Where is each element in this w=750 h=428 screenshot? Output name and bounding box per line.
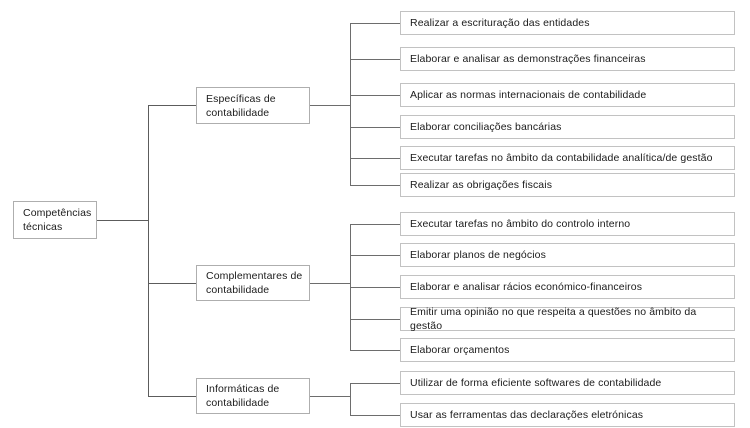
connector-branch-1-spine — [350, 23, 351, 185]
connector-trunk-to-branch-1 — [148, 105, 196, 106]
connector-leaf-2-4 — [350, 319, 400, 320]
connector-leaf-2-5 — [350, 350, 400, 351]
connector-branch-2-stub — [310, 283, 350, 284]
branch-node-label: Complementares de contabilidade — [206, 270, 303, 296]
branch-node-label: Específicas de contabilidade — [206, 92, 276, 119]
leaf-node-label: Realizar a escrituração das entidades — [410, 17, 590, 29]
connector-root-stub — [97, 220, 149, 221]
connector-leaf-1-3 — [350, 95, 400, 96]
connector-branch-3-spine — [350, 383, 351, 415]
connector-leaf-2-1 — [350, 224, 400, 225]
root-node-competencias-tecnicas[interactable]: Competências técnicas — [13, 201, 97, 239]
leaf-node[interactable]: Utilizar de forma eficiente softwares de… — [400, 371, 735, 395]
branch-node-label: Informáticas de contabilidade — [206, 383, 280, 409]
leaf-node-label: Realizar as obrigações fiscais — [410, 179, 553, 191]
leaf-node-label: Aplicar as normas internacionais de cont… — [410, 89, 647, 101]
leaf-node-label: Elaborar e analisar as demonstrações fin… — [410, 53, 646, 65]
connector-leaf-2-3 — [350, 287, 400, 288]
leaf-node[interactable]: Realizar a escrituração das entidades — [400, 11, 735, 35]
branch-node-especificas-de-contabilidade[interactable]: Específicas de contabilidade — [196, 87, 310, 124]
leaf-node-label: Utilizar de forma eficiente softwares de… — [410, 377, 662, 389]
leaf-node[interactable]: Elaborar conciliações bancárias — [400, 115, 735, 139]
connector-trunk-to-branch-3 — [148, 396, 196, 397]
connector-leaf-1-1 — [350, 23, 400, 24]
leaf-node-label: Emitir uma opinião no que respeita a que… — [410, 306, 697, 332]
connector-trunk-to-branch-2 — [148, 283, 196, 284]
connector-leaf-3-1 — [350, 383, 400, 384]
leaf-node-label: Usar as ferramentas das declarações elet… — [410, 409, 644, 421]
leaf-node[interactable]: Usar as ferramentas das declarações elet… — [400, 403, 735, 427]
leaf-node-label: Elaborar planos de negócios — [410, 249, 546, 261]
leaf-node[interactable]: Aplicar as normas internacionais de cont… — [400, 83, 735, 107]
leaf-node-label: Elaborar e analisar rácios económico-fin… — [410, 281, 643, 293]
leaf-node[interactable]: Emitir uma opinião no que respeita a que… — [400, 306, 735, 332]
leaf-node-label: Elaborar orçamentos — [410, 344, 510, 356]
connector-branch-1-stub — [310, 105, 350, 106]
connector-leaf-3-2 — [350, 415, 400, 416]
leaf-node-label: Elaborar conciliações bancárias — [410, 121, 562, 133]
leaf-node[interactable]: Executar tarefas no âmbito do controlo i… — [400, 212, 735, 236]
leaf-node-label: Executar tarefas no âmbito da contabilid… — [410, 152, 713, 164]
leaf-node[interactable]: Elaborar planos de negócios — [400, 243, 735, 267]
connector-branch-3-stub — [310, 396, 350, 397]
root-node-label: Competências técnicas — [23, 207, 92, 233]
leaf-node[interactable]: Elaborar e analisar rácios económico-fin… — [400, 275, 735, 299]
leaf-node[interactable]: Elaborar orçamentos — [400, 338, 735, 362]
connector-leaf-1-4 — [350, 127, 400, 128]
connector-leaf-1-6 — [350, 185, 400, 186]
leaf-node[interactable]: Executar tarefas no âmbito da contabilid… — [400, 146, 735, 170]
branch-node-complementares-de-contabilidade[interactable]: Complementares de contabilidade — [196, 265, 310, 301]
leaf-node-label: Executar tarefas no âmbito do controlo i… — [410, 218, 631, 230]
connector-leaf-1-2 — [350, 59, 400, 60]
leaf-node[interactable]: Realizar as obrigações fiscais — [400, 173, 735, 197]
connector-main-trunk — [148, 105, 149, 396]
connector-leaf-2-2 — [350, 255, 400, 256]
branch-node-informaticas-de-contabilidade[interactable]: Informáticas de contabilidade — [196, 378, 310, 414]
connector-leaf-1-5 — [350, 158, 400, 159]
leaf-node[interactable]: Elaborar e analisar as demonstrações fin… — [400, 47, 735, 71]
